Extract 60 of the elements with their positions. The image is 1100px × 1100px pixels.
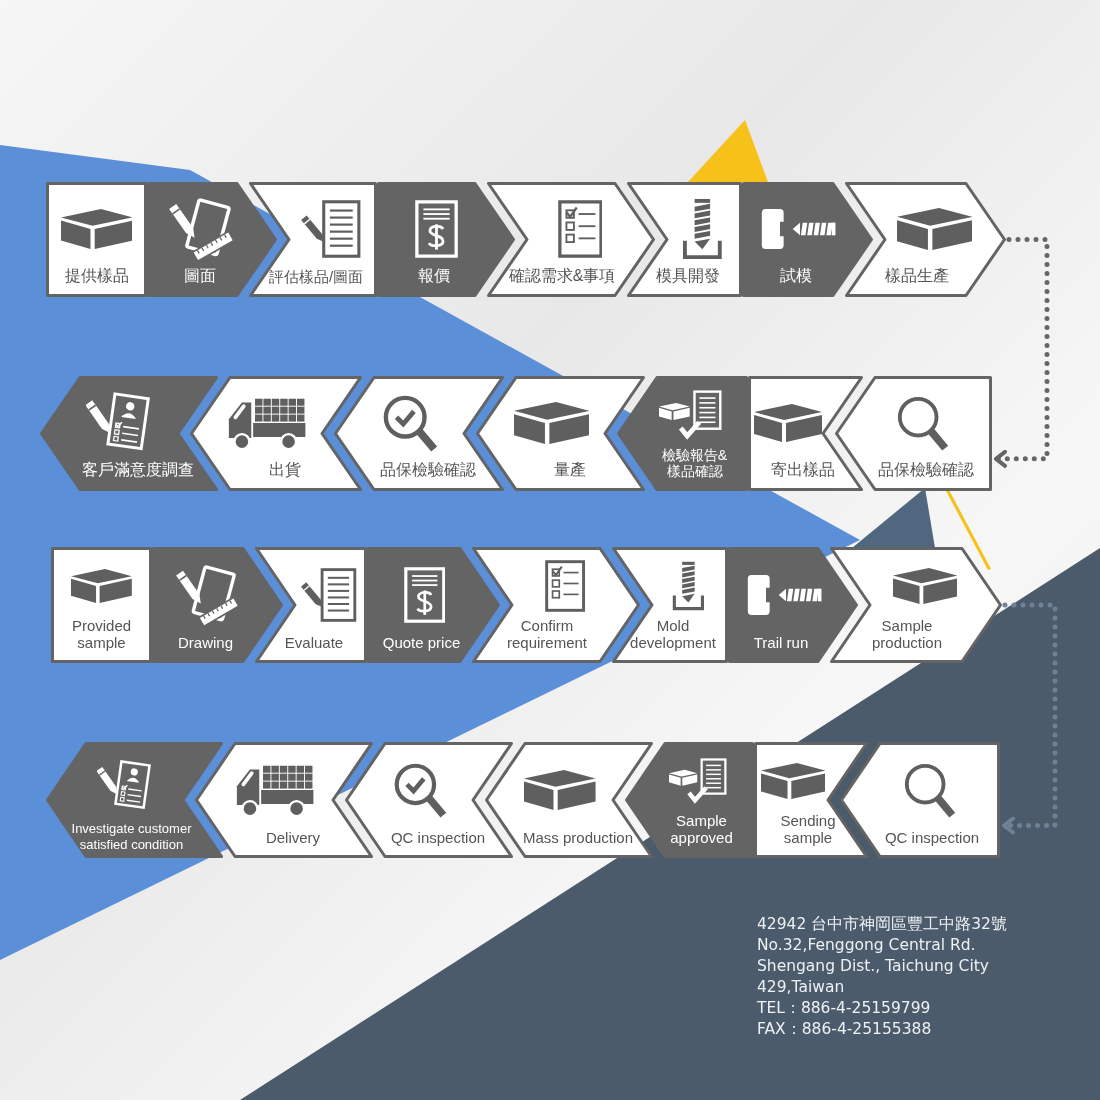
contact-text: TEL：886-4-25159799 [757,998,931,1019]
step-label: Evaluate [284,634,344,652]
chevron-step [46,742,223,858]
contact-text: No.32,Fenggong Central Rd. [757,935,976,956]
step-label: Quote price [382,634,461,652]
dotted-connector [993,237,1050,468]
step-label: 量產 [553,461,586,480]
chevron-step [487,182,655,297]
chevron-step [845,182,1006,297]
chevron-step [728,547,858,663]
step-label: 品保檢驗確認 [380,461,476,480]
chevron-step [612,547,728,663]
step-label: 提供樣品 [64,267,129,286]
step-label: Sample approved [669,811,734,847]
chevron-step [51,547,152,663]
chevron-step [345,742,513,858]
chevron-step [627,182,742,297]
step-label: 客戶滿意度調查 [82,461,194,480]
step-label: 評估樣品/圖面 [268,268,364,286]
chevron-step [367,547,500,663]
step-label: 確認需求&事項 [508,267,616,286]
chevron-step [754,742,868,858]
step-label: 寄出樣品 [770,461,835,480]
chevron-step [742,182,873,297]
step-label: Sending sample [779,811,837,847]
step-label: 出貨 [269,461,301,480]
chevron-step [485,742,653,858]
step-label: Confirm requirement [505,616,588,652]
contact-text: Shengang Dist., Taichung City [757,956,989,977]
step-label: Drawing [178,634,233,652]
step-label: QC inspection [390,829,486,847]
step-label: Delivery [265,829,321,847]
chevron-step [152,547,283,663]
chevron-step [748,376,863,491]
step-label: 模具開發 [655,267,720,286]
step-label: Investigate customer satisfied condition [70,821,193,852]
step-label: Provided sample [70,616,133,652]
step-label: Trail run [753,634,809,652]
chevron-step [249,182,377,297]
chevron-step [835,376,992,491]
chevron-step [334,376,504,491]
chevron-step [476,376,645,491]
step-label: Mass production [522,829,634,847]
chevron-step [195,742,373,858]
step-label: 樣品生產 [884,267,949,286]
step-label: 試模 [779,267,812,286]
contact-text: 42942 台中市神岡區豐工中路32號 [757,914,1007,935]
step-label: Sample production [870,616,944,652]
chevron-step [255,547,367,663]
contact-text: 429,Taiwan [757,977,845,998]
step-label: 圖面 [184,267,216,286]
step-label: 品保檢驗確認 [877,461,974,480]
step-label: 報價 [418,267,450,286]
step-label: Mold development [629,616,717,652]
contact-text: FAX：886-4-25155388 [757,1019,932,1040]
chevron-step [40,376,218,491]
chevron-step [46,182,147,297]
dotted-connector [1001,602,1058,835]
step-label: 檢驗報告&樣品確認 [660,446,729,480]
chevron-step [830,547,1002,663]
